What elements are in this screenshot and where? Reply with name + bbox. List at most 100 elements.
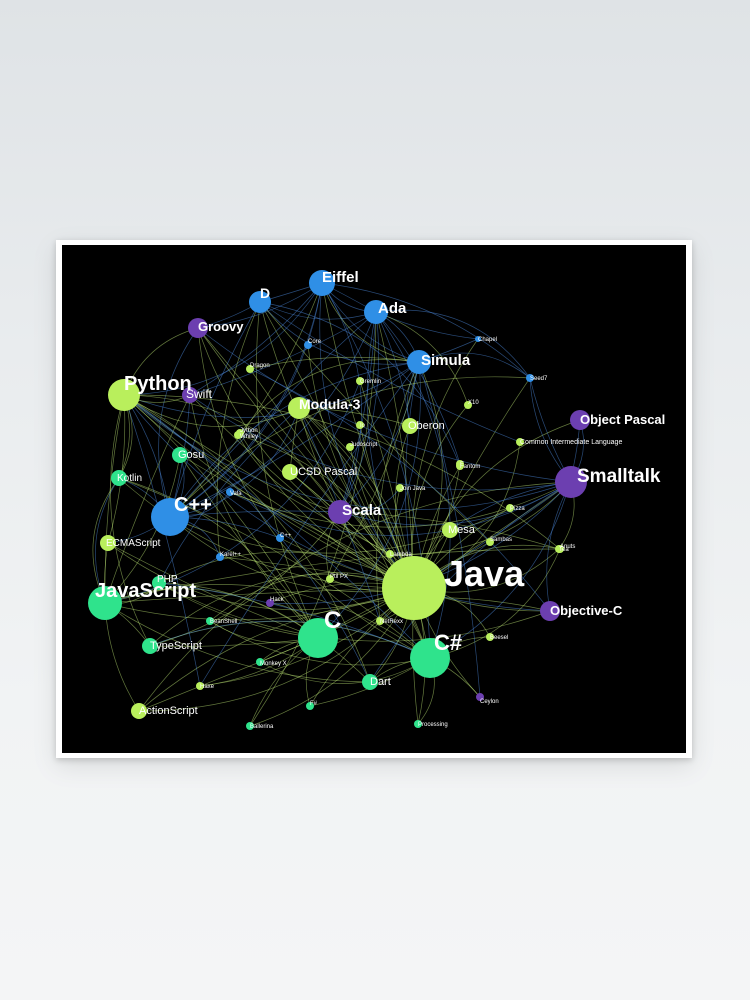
node-label-processing: Processing (418, 722, 448, 728)
influence-edge (339, 311, 377, 513)
node-label-swift: Swift (186, 387, 213, 401)
node-objectpascal (570, 410, 590, 430)
influence-edge (123, 282, 323, 396)
node-vala (226, 488, 234, 496)
influence-edge (123, 394, 431, 659)
influence-edge (321, 282, 362, 513)
influence-edge (110, 394, 151, 647)
node-java (382, 556, 446, 620)
influence-edge (104, 380, 361, 604)
influence-edge (104, 394, 191, 604)
node-label-pizza: Pizza (510, 506, 525, 512)
node-layer (88, 270, 590, 730)
node-label-scala: Scala (342, 502, 382, 519)
node-label-cpp2: C++ (280, 533, 292, 539)
node-label-python: Python (124, 373, 192, 395)
influence-edge (123, 394, 171, 518)
node-label-eiffel: Eiffel (322, 269, 359, 286)
node-label-ecmascript: ECMAScript (106, 538, 161, 549)
influence-edge (529, 377, 572, 483)
influence-edge (413, 419, 581, 589)
influence-edge (138, 587, 415, 712)
node-gremlin (356, 377, 364, 385)
node-label-anuts: Anuts (560, 544, 575, 550)
influence-edge (104, 394, 125, 604)
influence-edge (376, 361, 420, 622)
node-gosu (172, 447, 188, 463)
influence-edge (429, 419, 581, 659)
influence-edge (138, 597, 551, 712)
influence-edge (375, 311, 411, 427)
influence-edge (169, 311, 377, 518)
node-monkeyx (256, 658, 264, 666)
language-network-graph: JavaC#CC++JavaScriptPythonSmalltalkScala… (88, 269, 665, 730)
node-label-monkeyx: Monkey X (260, 661, 287, 667)
influence-edge (375, 311, 451, 659)
influence-edge (158, 582, 319, 639)
node-label-cpp: C++ (174, 494, 212, 516)
node-chapel (475, 336, 481, 342)
node-label-javascript: JavaScript (95, 580, 197, 602)
influence-edge (366, 311, 415, 589)
node-label-java: Java (444, 553, 525, 594)
node-label-objectivec: Objective-C (550, 603, 623, 618)
node-label-gosu: Gosu (178, 449, 204, 461)
influence-edge (197, 327, 391, 555)
influence-edge (259, 657, 431, 684)
influence-edge (158, 407, 300, 584)
influence-edge (229, 481, 572, 528)
node-label-typescript: TypeScript (150, 640, 202, 652)
influence-edge (179, 454, 319, 639)
node-label-tea: Tea (559, 547, 569, 553)
influence-edge (169, 507, 511, 554)
node-mesa (442, 522, 458, 538)
influence-edge (123, 361, 420, 418)
node-ballerina (246, 722, 254, 730)
node-label-mesa: Mesa (448, 524, 476, 536)
node-groovy (188, 318, 208, 338)
node-label-php: PHP (157, 574, 178, 585)
influence-edge (197, 327, 572, 483)
node-label-chapel: Chapel (478, 337, 497, 343)
influence-edge (138, 481, 572, 712)
node-label-judoscript: Judoscript (350, 442, 378, 448)
node-dragon (246, 365, 254, 373)
node-label-c: C (324, 607, 341, 634)
node-typescript (142, 638, 158, 654)
influence-edge (189, 311, 377, 396)
influence-edge (429, 548, 561, 659)
node-cpp (151, 498, 189, 536)
influence-edge (418, 361, 481, 698)
influence-edge (123, 394, 551, 612)
node-d (249, 291, 271, 313)
influence-edge (149, 511, 341, 647)
influence-edge (107, 542, 415, 611)
node-judoscript (346, 443, 354, 451)
node-label-x10: X10 (468, 400, 479, 406)
influence-edge (237, 434, 341, 513)
node-label-core: Core (308, 339, 322, 345)
node-label-fsharp: F# (310, 701, 318, 707)
influence-edge (249, 368, 551, 612)
node-csharp (410, 638, 450, 678)
influence-edge (169, 282, 323, 518)
node-modula3 (288, 397, 310, 419)
node-label-cil: Common Intermediate Language (520, 439, 622, 446)
node-haxe (196, 682, 204, 690)
node-dart (362, 674, 378, 690)
node-label-dart: Dart (370, 676, 391, 688)
node-javascript (88, 586, 122, 620)
node-php (152, 576, 166, 590)
node-smalltalk (555, 466, 587, 498)
node-core (304, 341, 312, 349)
node-label-objectpascal: Object Pascal (580, 412, 665, 427)
influence-edge (321, 282, 420, 363)
node-anuts (556, 545, 564, 553)
influence-edge (107, 542, 319, 639)
node-hack (266, 599, 274, 607)
node-label-whiley: Whiley (240, 434, 258, 440)
node-ucsdpascal (282, 464, 298, 480)
influence-edge (104, 584, 431, 659)
node-cil (516, 438, 524, 446)
